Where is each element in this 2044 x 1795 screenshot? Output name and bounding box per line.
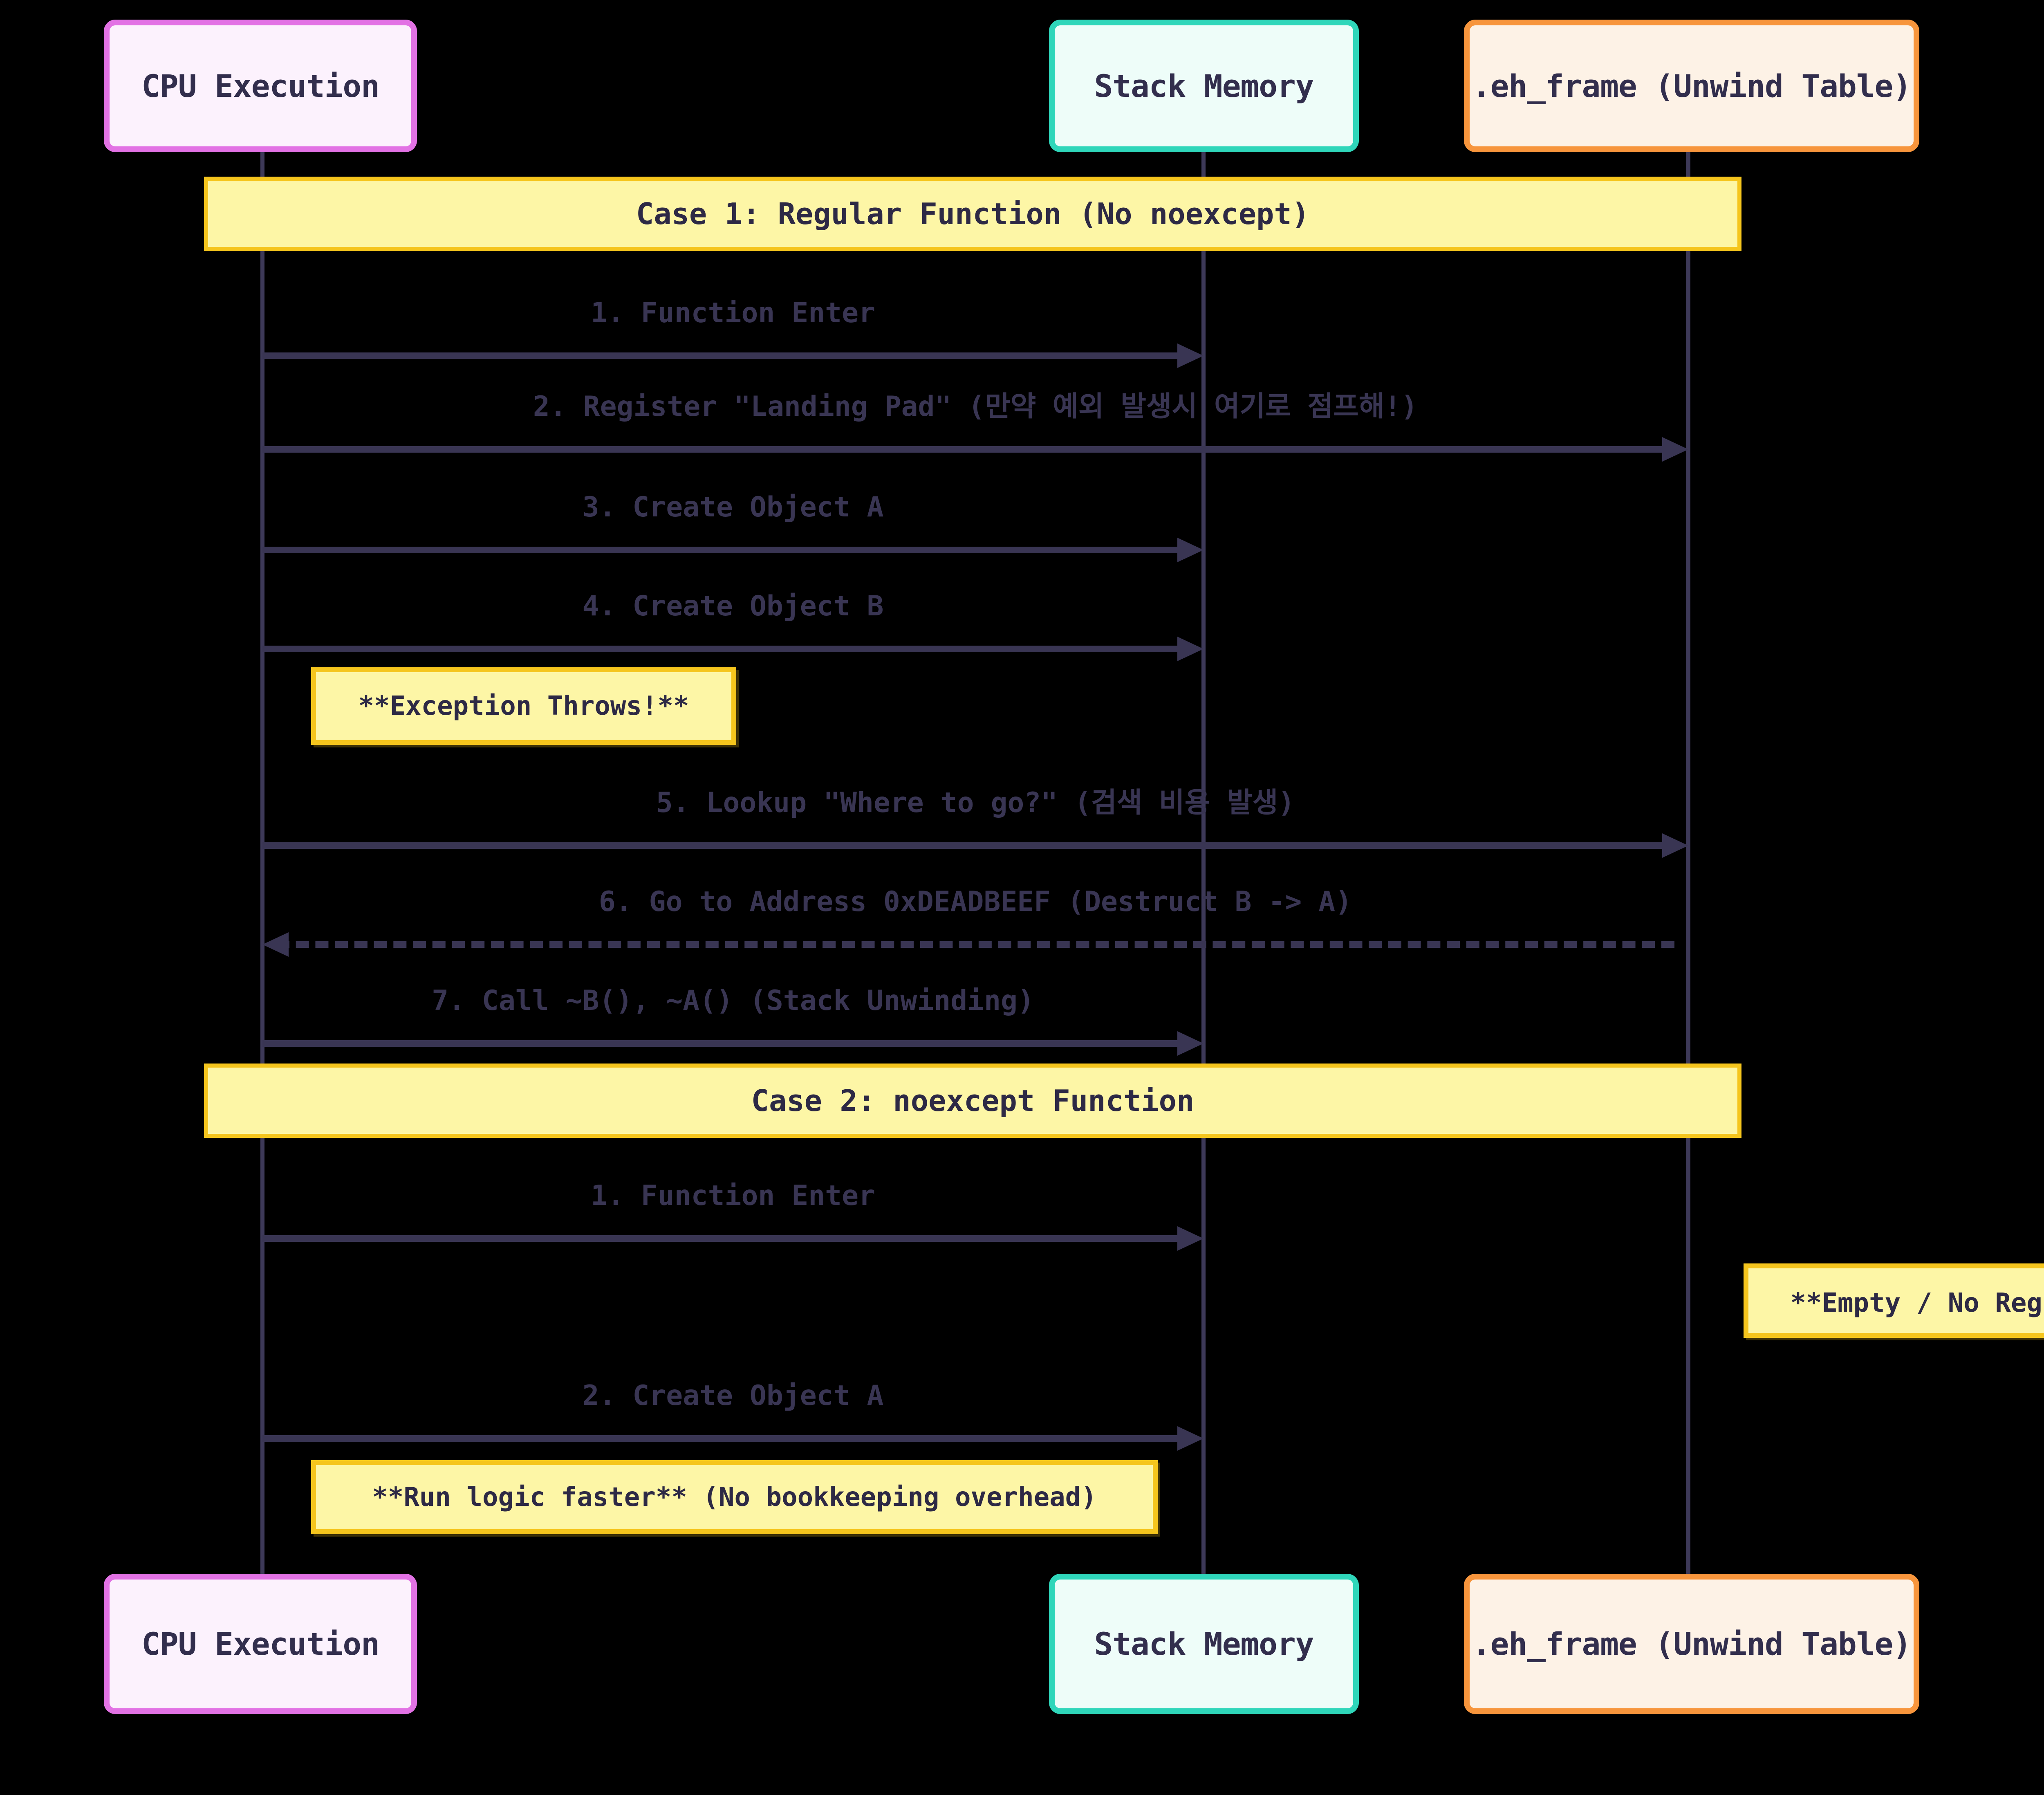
message-case2-function-enter: 1. Function Enter [262, 1144, 1204, 1251]
case2-banner-label: Case 2: noexcept Function [751, 1084, 1195, 1118]
lifeline-stack [1201, 152, 1206, 1574]
actor-ehframe-top: .eh_frame (Unwind Table) [1464, 20, 1919, 152]
arrowhead-right-icon [1177, 1226, 1204, 1251]
case1-banner-label: Case 1: Regular Function (No noexcept) [636, 197, 1310, 231]
message-case2-create-object-a: 2. Create Object A [262, 1344, 1204, 1451]
message-label: 5. Lookup "Where to go?" (검색 비용 발생) [656, 787, 1295, 819]
actor-stack-label: Stack Memory [1094, 1626, 1314, 1662]
actor-ehframe-label: .eh_frame (Unwind Table) [1472, 67, 1912, 104]
message-label: 1. Function Enter [591, 297, 875, 329]
arrow-line [262, 547, 1190, 553]
actor-stack-memory-bottom: Stack Memory [1049, 1574, 1359, 1714]
actor-cpu-label: CPU Execution [141, 67, 380, 104]
actor-cpu-execution-bottom: CPU Execution [104, 1574, 417, 1714]
lifeline-ehframe [1686, 152, 1690, 1574]
note-exception-label: **Exception Throws!** [358, 691, 689, 721]
arrowhead-right-icon [1177, 538, 1204, 562]
actor-cpu-execution-top: CPU Execution [104, 20, 417, 152]
message-case1-lookup-where-to-go: 5. Lookup "Where to go?" (검색 비용 발생) [262, 751, 1688, 858]
arrowhead-right-icon [1177, 637, 1204, 661]
message-case1-call-destructors: 7. Call ~B(), ~A() (Stack Unwinding) [262, 949, 1204, 1056]
message-case1-register-landing-pad: 2. Register "Landing Pad" (만약 예외 발생시 여기로… [262, 355, 1688, 462]
arrowhead-left-icon [262, 932, 289, 957]
message-case1-function-enter: 1. Function Enter [262, 261, 1204, 368]
actor-stack-memory-top: Stack Memory [1049, 20, 1359, 152]
arrow-line [262, 646, 1190, 652]
message-case1-create-object-b: 4. Create Object B [262, 554, 1204, 661]
note-run-logic-faster: **Run logic faster** (No bookkeeping ove… [311, 1460, 1158, 1534]
case2-banner: Case 2: noexcept Function [204, 1064, 1741, 1138]
message-label: 1. Function Enter [591, 1180, 875, 1212]
message-label: 3. Create Object A [582, 491, 884, 523]
note-exception-throws: **Exception Throws!** [311, 667, 736, 745]
message-case1-goto-address-deadbeef: 6. Go to Address 0xDEADBEEF (Destruct B … [262, 850, 1688, 957]
lifeline-cpu [260, 152, 264, 1574]
case1-banner: Case 1: Regular Function (No noexcept) [204, 177, 1741, 251]
arrow-line [262, 446, 1674, 453]
arrow-line [262, 352, 1190, 359]
actor-ehframe-bottom: .eh_frame (Unwind Table) [1464, 1574, 1919, 1714]
arrow-line [262, 1040, 1190, 1047]
arrowhead-right-icon [1177, 1426, 1204, 1451]
message-case1-create-object-a: 3. Create Object A [262, 455, 1204, 562]
actor-stack-label: Stack Memory [1094, 67, 1314, 104]
message-label: 7. Call ~B(), ~A() (Stack Unwinding) [432, 985, 1034, 1017]
arrowhead-right-icon [1177, 343, 1204, 368]
arrowhead-right-icon [1662, 833, 1688, 858]
message-label: 4. Create Object B [582, 590, 884, 622]
note-empty-label: **Empty / No Registration** (Table 기록 생략… [1790, 1288, 2044, 1318]
arrow-line [262, 1235, 1190, 1242]
arrowhead-right-icon [1177, 1031, 1204, 1056]
actor-cpu-label: CPU Execution [141, 1626, 380, 1662]
arrow-line-dashed [276, 941, 1674, 948]
arrow-line [262, 1435, 1190, 1442]
message-label: 2. Register "Landing Pad" (만약 예외 발생시 여기로… [533, 390, 1418, 423]
arrow-line [262, 842, 1674, 849]
note-empty-no-registration: **Empty / No Registration** (Table 기록 생략… [1744, 1263, 2044, 1338]
actor-ehframe-label: .eh_frame (Unwind Table) [1472, 1626, 1912, 1662]
message-label: 6. Go to Address 0xDEADBEEF (Destruct B … [598, 886, 1352, 918]
message-label: 2. Create Object A [582, 1380, 884, 1412]
note-faster-label: **Run logic faster** (No bookkeeping ove… [372, 1482, 1097, 1512]
arrowhead-right-icon [1662, 437, 1688, 462]
